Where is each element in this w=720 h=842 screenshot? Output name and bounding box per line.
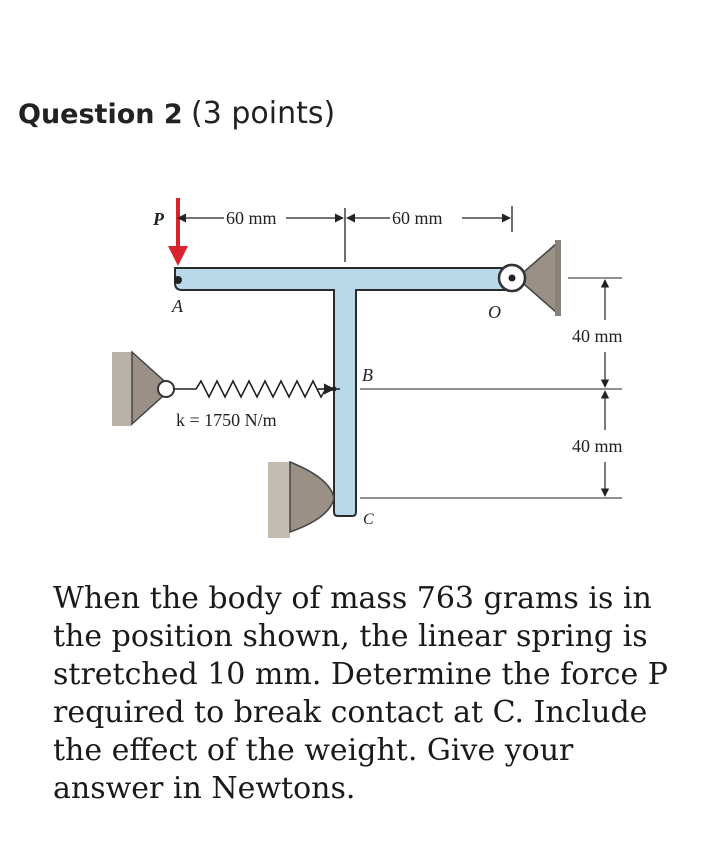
dim-left-horizontal: 60 mm bbox=[226, 208, 277, 228]
dim-upper-vertical: 40 mm bbox=[572, 326, 623, 346]
label-p: P bbox=[152, 209, 165, 229]
problem-statement: When the body of mass 763 grams is in th… bbox=[53, 581, 668, 806]
label-o: O bbox=[488, 302, 501, 322]
question-title: Question 2 bbox=[18, 99, 183, 130]
spring-constant-label: k = 1750 N/m bbox=[176, 410, 277, 430]
question-points: (3 points) bbox=[191, 96, 336, 131]
label-a: A bbox=[171, 296, 184, 316]
label-b: B bbox=[362, 365, 373, 385]
contact-support-c bbox=[268, 460, 335, 538]
spring-wall-support bbox=[112, 350, 175, 426]
rigid-body bbox=[174, 263, 527, 517]
horizontal-dimension bbox=[177, 206, 513, 262]
dim-right-horizontal: 60 mm bbox=[392, 208, 443, 228]
mechanics-figure: P A B C O 60 mm 60 mm 40 mm 40 mm k = 17… bbox=[0, 170, 720, 550]
question-header: Question 2 (3 points) bbox=[18, 92, 335, 137]
spring bbox=[174, 379, 340, 399]
dim-lower-vertical: 40 mm bbox=[572, 436, 623, 456]
vertical-dimension bbox=[360, 277, 622, 499]
label-c: C bbox=[363, 511, 374, 528]
figure-svg: P A B C O 60 mm 60 mm 40 mm 40 mm k = 17… bbox=[112, 198, 623, 538]
